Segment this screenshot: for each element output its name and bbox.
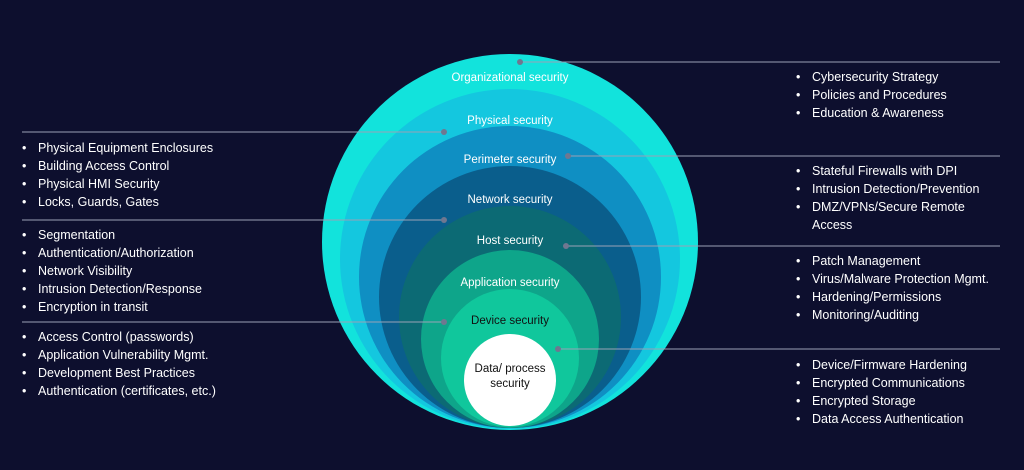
connector-dot-physical	[441, 129, 447, 135]
ring-label-physical: Physical security	[467, 115, 553, 127]
list-item: Policies and Procedures	[796, 86, 1016, 104]
list-perimeter: Stateful Firewalls with DPI Intrusion De…	[796, 162, 996, 234]
list-physical: Physical Equipment Enclosures Building A…	[22, 139, 282, 211]
ring-data	[464, 334, 556, 426]
connector-dot-organizational	[517, 59, 523, 65]
list-organizational: Cybersecurity Strategy Policies and Proc…	[796, 68, 1016, 122]
connector-dot-network	[441, 217, 447, 223]
list-item: Development Best Practices	[22, 364, 282, 382]
list-item: DMZ/VPNs/Secure Remote Access	[796, 198, 996, 234]
connectors-group	[22, 59, 1000, 352]
list-item: Intrusion Detection/Response	[22, 280, 282, 298]
list-item: Encrypted Communications	[796, 374, 1016, 392]
connector-dot-data	[555, 346, 561, 352]
connector-dot-perimeter	[565, 153, 571, 159]
list-item: Encryption in transit	[22, 298, 282, 316]
list-item: Cybersecurity Strategy	[796, 68, 1016, 86]
list-item: Education & Awareness	[796, 104, 1016, 122]
list-item: Network Visibility	[22, 262, 282, 280]
connector-dot-host	[563, 243, 569, 249]
connector-dot-application	[441, 319, 447, 325]
list-host: Patch Management Virus/Malware Protectio…	[796, 252, 1016, 324]
list-item: Monitoring/Auditing	[796, 306, 1016, 324]
list-item: Physical HMI Security	[22, 175, 282, 193]
list-item: Hardening/Permissions	[796, 288, 1016, 306]
list-item: Device/Firmware Hardening	[796, 356, 1016, 374]
list-item: Patch Management	[796, 252, 1016, 270]
ring-label-device: Device security	[471, 315, 549, 327]
ring-label-host: Host security	[477, 235, 544, 247]
ring-label-perimeter: Perimeter security	[464, 154, 557, 166]
list-item: Access Control (passwords)	[22, 328, 282, 346]
list-application: Access Control (passwords) Application V…	[22, 328, 282, 400]
list-item: Locks, Guards, Gates	[22, 193, 282, 211]
list-item: Authentication/Authorization	[22, 244, 282, 262]
ring-labels-group: Organizational security Physical securit…	[452, 72, 569, 390]
list-item: Physical Equipment Enclosures	[22, 139, 282, 157]
list-item: Authentication (certificates, etc.)	[22, 382, 282, 400]
list-item: Stateful Firewalls with DPI	[796, 162, 996, 180]
ring-label-network: Network security	[468, 194, 553, 206]
list-item: Virus/Malware Protection Mgmt.	[796, 270, 1016, 288]
list-item: Segmentation	[22, 226, 282, 244]
list-network: Segmentation Authentication/Authorizatio…	[22, 226, 282, 316]
list-item: Data Access Authentication	[796, 410, 1016, 428]
rings-group	[322, 54, 698, 430]
list-data: Device/Firmware Hardening Encrypted Comm…	[796, 356, 1016, 428]
list-item: Building Access Control	[22, 157, 282, 175]
ring-label-organizational: Organizational security	[452, 72, 569, 84]
list-item: Application Vulnerability Mgmt.	[22, 346, 282, 364]
list-item: Intrusion Detection/Prevention	[796, 180, 996, 198]
ring-label-application: Application security	[460, 277, 559, 289]
list-item: Encrypted Storage	[796, 392, 1016, 410]
